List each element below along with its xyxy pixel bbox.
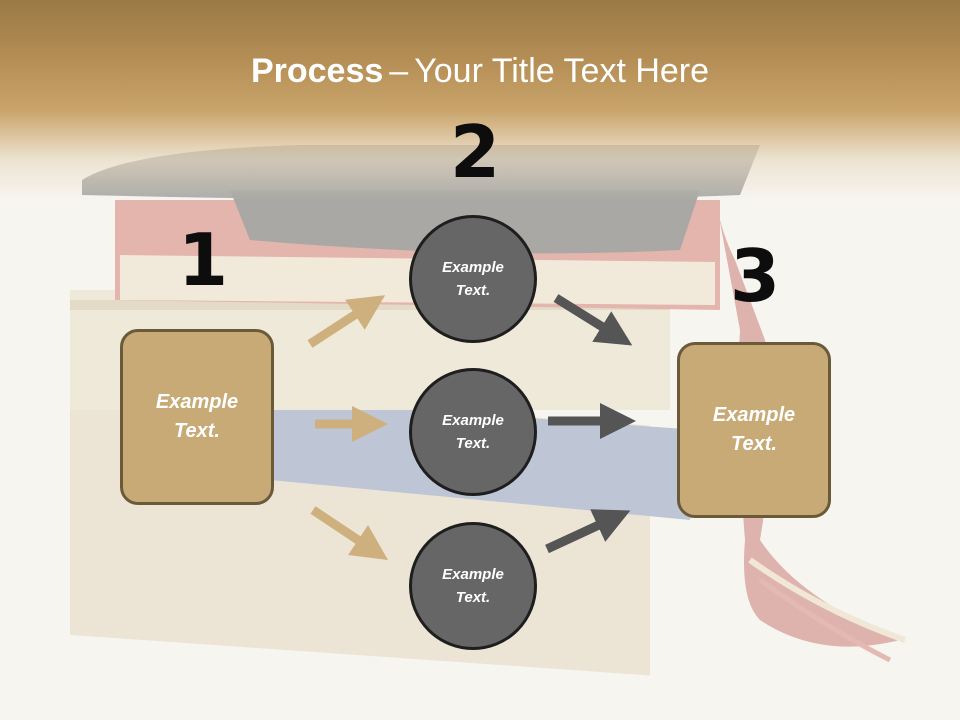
left-box-line1: Example <box>155 391 239 413</box>
left-box-line2: Text. <box>174 420 220 442</box>
circle-top: Example Text. <box>409 215 537 343</box>
arrow-bottom-to-3 <box>545 509 631 554</box>
left-box: Example Text. <box>120 329 274 505</box>
step-number-1: 1 <box>178 218 229 302</box>
step-number-3: 3 <box>730 234 781 318</box>
arrow-1-to-bottom <box>310 506 388 560</box>
circle-middle-line1: Example <box>442 412 504 429</box>
header-band <box>0 0 960 200</box>
circle-top-line2: Text. <box>455 282 491 299</box>
circle-middle: Example Text. <box>409 368 537 496</box>
title-rest: Your Title Text Here <box>414 52 710 90</box>
title-dash: – <box>389 52 409 90</box>
right-box: Example Text. <box>677 342 831 518</box>
circle-bottom-line1: Example <box>442 566 504 583</box>
page-title: Process–Your Title Text Here <box>0 52 960 91</box>
circle-bottom-line2: Text. <box>455 589 491 606</box>
arrow-top-to-3 <box>553 294 633 346</box>
circle-top-line1: Example <box>442 259 504 276</box>
right-box-line1: Example <box>712 404 796 426</box>
step-number-2: 2 <box>450 110 501 194</box>
title-bold: Process <box>250 52 384 90</box>
circle-middle-line2: Text. <box>455 435 491 452</box>
circle-bottom: Example Text. <box>409 522 537 650</box>
right-box-line2: Text. <box>731 433 777 455</box>
arrow-1-to-top <box>307 295 386 348</box>
